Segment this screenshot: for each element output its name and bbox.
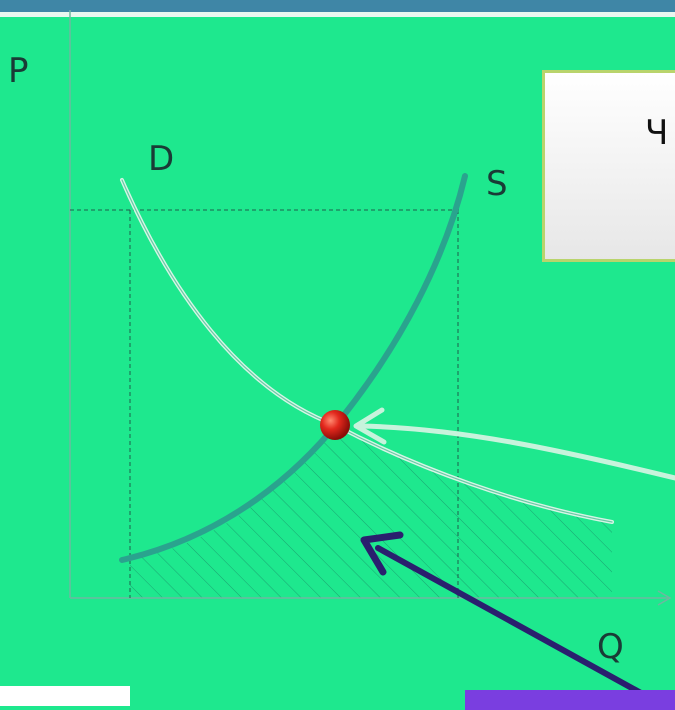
equilibrium-arrow bbox=[353, 407, 675, 481]
x-axis-arrowhead bbox=[657, 590, 672, 606]
hatched-surplus-area bbox=[130, 425, 612, 598]
supply-label: S bbox=[486, 164, 508, 204]
equilibrium-point bbox=[320, 410, 350, 440]
callout-text: Ч bbox=[645, 113, 669, 153]
callout-box: Ч bbox=[542, 70, 675, 262]
top-bar bbox=[0, 0, 675, 12]
top-bar-divider bbox=[0, 12, 675, 17]
bottom-thumbnail bbox=[0, 686, 130, 706]
x-axis-label: Q bbox=[597, 627, 624, 667]
bottom-purple-banner bbox=[465, 690, 675, 710]
demand-label: D bbox=[148, 139, 174, 179]
y-axis-label: P bbox=[8, 51, 29, 91]
surplus-area-arrow bbox=[360, 531, 653, 698]
